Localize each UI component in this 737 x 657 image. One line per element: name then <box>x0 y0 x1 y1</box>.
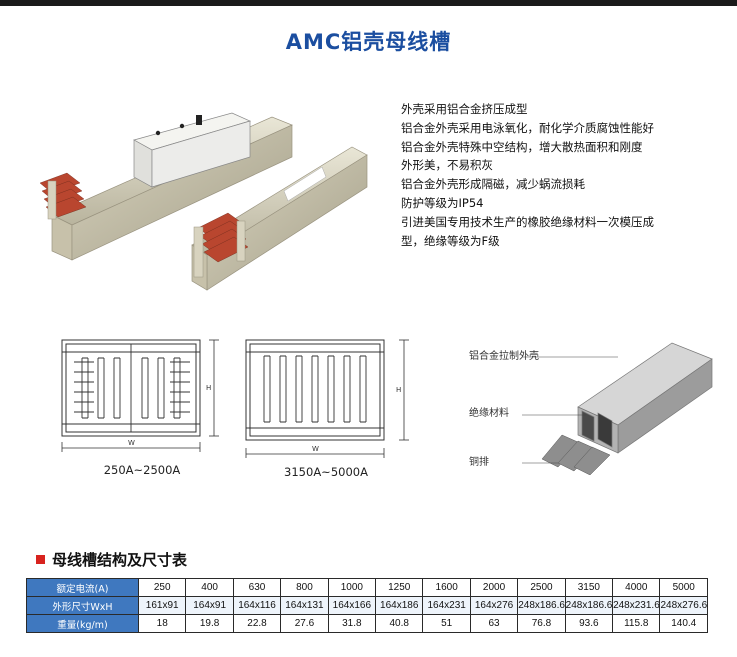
table-cell: 248x186.6 <box>517 596 566 615</box>
width-label: W <box>128 439 135 447</box>
table-cell: 248x231.6 <box>612 596 661 615</box>
table-cell: 140.4 <box>659 614 708 633</box>
table-heading: 母线槽结构及尺寸表 <box>36 549 187 569</box>
table-cell: 164x131 <box>280 596 329 615</box>
table-row: 额定电流(A) 250 400 630 800 1000 1250 1600 2… <box>26 578 708 597</box>
feature-item: 铝合金外壳特殊中空结构，增大散热面积和刚度 <box>401 139 643 154</box>
feature-item: 防护等级为IP54 <box>401 195 484 210</box>
feature-item: 型，绝缘等级为F级 <box>401 233 500 248</box>
top-bar <box>0 0 737 6</box>
row-header: 额定电流(A) <box>26 578 139 597</box>
height-label: H <box>206 384 211 392</box>
table-cell: 19.8 <box>185 614 234 633</box>
feature-item: 铝合金外壳采用电泳氧化，耐化学介质腐蚀性能好 <box>401 120 654 135</box>
table-cell: 164x231 <box>422 596 471 615</box>
cross-section-drawing-large: W H <box>245 339 409 458</box>
table-cell: 63 <box>469 614 519 633</box>
table-cell: 18 <box>137 614 187 633</box>
table-cell: 800 <box>280 578 329 597</box>
table-cell: 76.8 <box>517 614 566 633</box>
table-cell: 1250 <box>375 578 424 597</box>
feature-list: 外壳采用铝合金挤压成型 铝合金外壳采用电泳氧化，耐化学介质腐蚀性能好 铝合金外壳… <box>401 100 731 250</box>
table-cell: 3150 <box>564 578 614 597</box>
table-cell: 51 <box>422 614 471 633</box>
width-label: W <box>312 445 319 453</box>
table-cell: 27.6 <box>280 614 329 633</box>
table-cell: 164x276 <box>469 596 519 615</box>
drawing-caption-small: 250A~2500A <box>103 463 181 477</box>
red-square-icon <box>36 554 45 564</box>
feature-item: 铝合金外壳形成隔磁，减少蜗流损耗 <box>401 177 585 192</box>
table-cell: 93.6 <box>564 614 614 633</box>
table-cell: 164x116 <box>232 596 282 615</box>
table-row: 外形尺寸WxH 161x91 164x91 164x116 164x131 16… <box>26 596 708 615</box>
feature-item: 引进美国专用技术生产的橡胶绝缘材料一次模压成 <box>401 214 654 229</box>
page-title: AMC铝壳母线槽 <box>285 30 452 54</box>
table-cell: 40.8 <box>375 614 424 633</box>
table-cell: 164x186 <box>375 596 424 615</box>
drawing-caption-large: 3150A~5000A <box>284 465 368 479</box>
table-cell: 31.8 <box>327 614 377 633</box>
row-header: 重量(kg/m) <box>26 614 139 633</box>
feature-item: 外壳采用铝合金挤压成型 <box>401 102 528 116</box>
table-cell: 2000 <box>469 578 519 597</box>
table-cell: 400 <box>185 578 234 597</box>
product-photo <box>39 112 368 291</box>
table-cell: 115.8 <box>612 614 661 633</box>
table-cell: 5000 <box>659 578 708 597</box>
table-cell: 4000 <box>612 578 661 597</box>
callout-insulation: 绝缘材料 <box>469 408 509 419</box>
row-header: 外形尺寸WxH <box>26 596 139 615</box>
cutaway-illustration <box>522 342 713 475</box>
table-cell: 1000 <box>327 578 377 597</box>
table-cell: 1600 <box>422 578 471 597</box>
table-row: 重量(kg/m) 18 19.8 22.8 27.6 31.8 40.8 51 … <box>26 614 708 633</box>
table-cell: 250 <box>137 578 187 597</box>
table-cell: 2500 <box>517 578 566 597</box>
table-cell: 161x91 <box>137 596 187 615</box>
height-label: H <box>396 386 401 394</box>
table-cell: 248x276.6 <box>659 596 708 615</box>
table-cell: 164x166 <box>327 596 377 615</box>
cross-section-drawing-small: W H <box>61 339 219 452</box>
callout-copper-bar: 铜排 <box>469 457 489 468</box>
spec-table: 额定电流(A) 250 400 630 800 1000 1250 1600 2… <box>26 578 708 633</box>
feature-item: 外形美，不易积灰 <box>401 158 493 173</box>
table-cell: 630 <box>232 578 282 597</box>
table-cell: 164x91 <box>185 596 234 615</box>
table-cell: 248x186.6 <box>564 596 614 615</box>
table-heading-text: 母线槽结构及尺寸表 <box>52 550 188 569</box>
callout-housing: 铝合金拉制外壳 <box>469 351 539 362</box>
table-cell: 22.8 <box>232 614 282 633</box>
